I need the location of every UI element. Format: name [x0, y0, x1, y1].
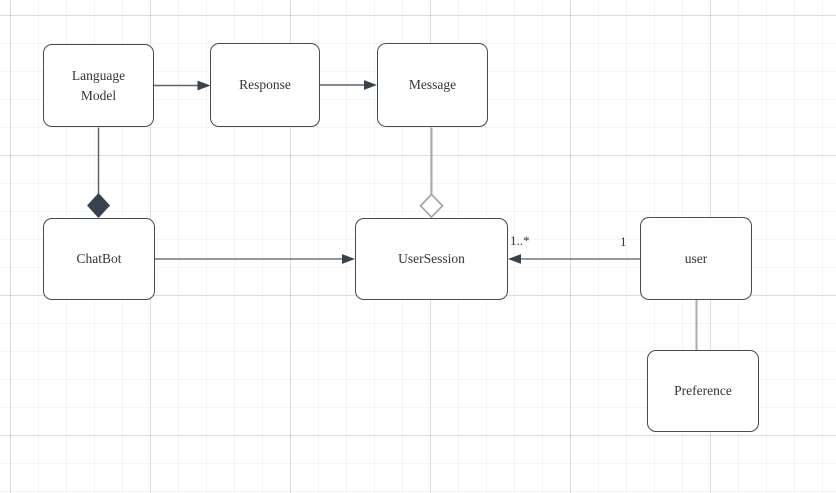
node-label: ChatBot [76, 251, 122, 267]
node-response[interactable]: Response [210, 43, 320, 127]
edge-language-model-to-chatbot[interactable] [87, 127, 110, 219]
edge-chatbot-to-usersession[interactable] [155, 254, 355, 264]
arrowhead-icon [508, 254, 521, 264]
node-language-model[interactable]: Language Model [43, 44, 154, 127]
arrowhead-icon [342, 254, 355, 264]
multiplicity-label-user: 1 [620, 234, 627, 249]
edge-response-to-message[interactable] [320, 80, 377, 90]
aggregation-diamond-icon [419, 193, 444, 219]
node-label: Message [408, 77, 457, 93]
node-label: Language Model [71, 67, 126, 103]
node-label: user [684, 250, 708, 266]
node-label: Response [239, 77, 291, 93]
node-message[interactable]: Message [377, 43, 488, 127]
edge-message-to-usersession[interactable] [419, 127, 444, 219]
node-chatbot[interactable]: ChatBot [43, 218, 155, 300]
node-usersession[interactable]: UserSession [355, 218, 508, 300]
composition-diamond-icon [87, 193, 110, 218]
node-user[interactable]: user [640, 217, 752, 300]
edge-language-model-to-response[interactable] [154, 80, 211, 91]
arrowhead-icon [364, 80, 377, 90]
node-label: Preference [674, 383, 732, 399]
arrowhead-icon [197, 80, 211, 91]
node-label: UserSession [398, 251, 465, 267]
node-preference[interactable]: Preference [647, 350, 759, 432]
edge-user-to-usersession[interactable] [508, 254, 640, 264]
multiplicity-label-usersession: 1..* [510, 233, 530, 248]
